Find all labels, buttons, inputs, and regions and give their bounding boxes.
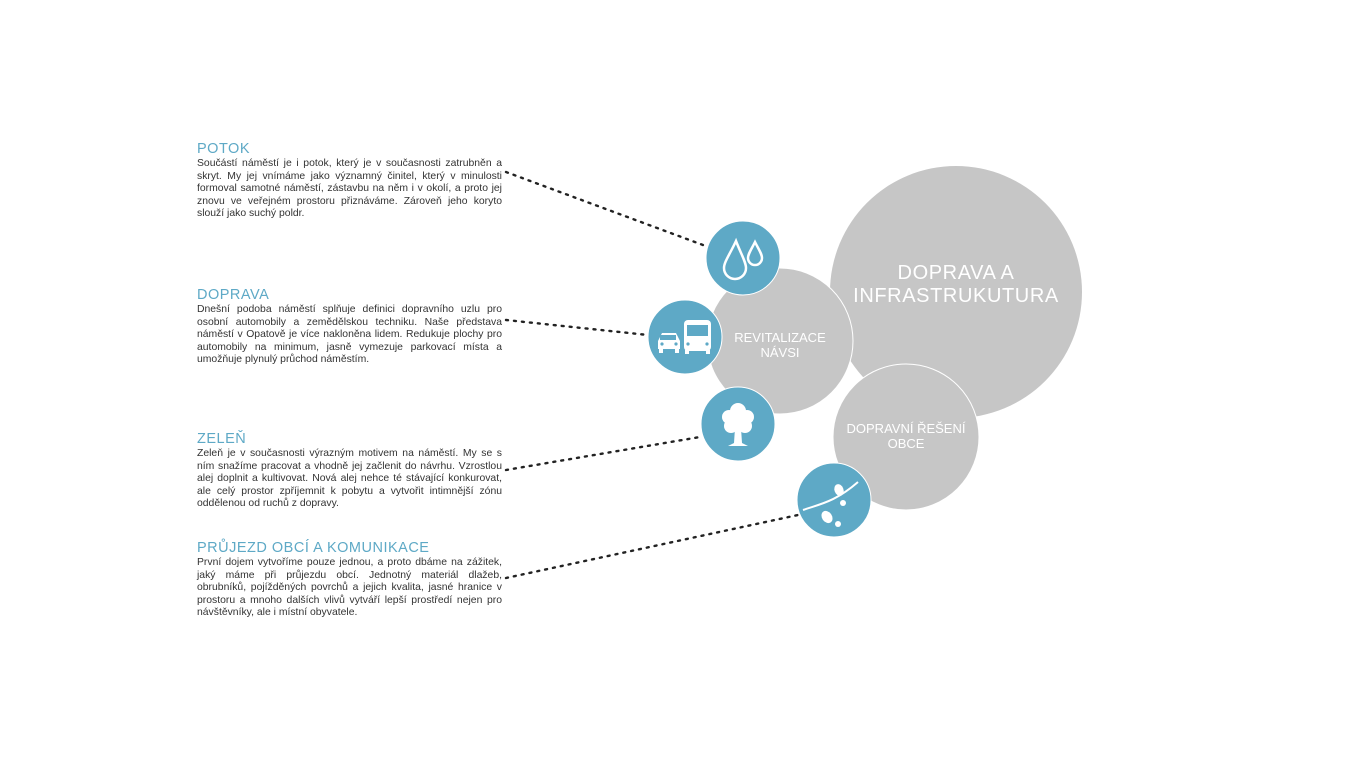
label-reseni-line1: DOPRAVNÍ ŘEŠENÍ xyxy=(846,421,966,436)
label-dopravni-reseni: DOPRAVNÍ ŘEŠENÍ OBCE xyxy=(826,421,986,452)
section-title: DOPRAVA xyxy=(197,287,270,303)
car-bus-icon xyxy=(647,299,723,375)
section-text: První dojem vytvoříme pouze jednou, a pr… xyxy=(197,557,502,618)
section-prujezd: PRŮJEZD OBCÍ A KOMUNIKACE První dojem vy… xyxy=(197,540,502,620)
tree-icon xyxy=(700,386,776,462)
label-doprava-infrastruktura: DOPRAVA A INFRASTRUKUTURA xyxy=(853,262,1059,307)
connector-doprava xyxy=(504,318,650,337)
label-revitalizace-line1: REVITALIZACE xyxy=(734,330,826,345)
section-text: Zeleň je v současnosti výrazným motivem … xyxy=(197,448,502,509)
footsteps-icon xyxy=(796,462,872,538)
section-title: POTOK xyxy=(197,141,250,157)
label-revitalizace: REVITALIZACE NÁVSI xyxy=(707,330,853,361)
section-text: Dnešní podoba náměstí splňuje definici d… xyxy=(197,304,502,365)
section-text: Součástí náměstí je i potok, který je v … xyxy=(197,158,502,219)
section-zelen: ZELEŇ Zeleň je v současnosti výrazným mo… xyxy=(197,431,502,511)
connector-prujezd xyxy=(504,513,800,580)
label-reseni-line2: OBCE xyxy=(887,435,925,451)
connector-zelen xyxy=(504,435,702,472)
section-title: PRŮJEZD OBCÍ A KOMUNIKACE xyxy=(197,540,430,556)
connector-potok xyxy=(504,170,705,247)
circle-dopravni-reseni xyxy=(832,363,980,511)
section-title: ZELEŇ xyxy=(197,431,247,447)
section-doprava: DOPRAVA Dnešní podoba náměstí splňuje de… xyxy=(197,287,502,367)
section-potok: POTOK Součástí náměstí je i potok, který… xyxy=(197,141,502,221)
label-revitalizace-line2: NÁVSI xyxy=(760,344,800,360)
water-drops-icon xyxy=(705,220,781,296)
circle-doprava-infrastruktura xyxy=(830,166,1082,418)
